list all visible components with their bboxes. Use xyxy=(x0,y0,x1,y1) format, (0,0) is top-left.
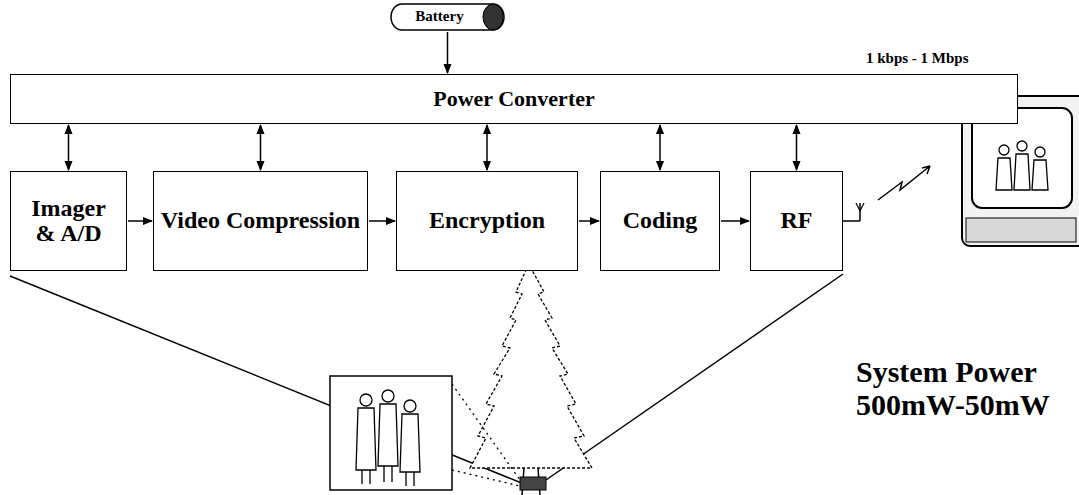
flow-arrow xyxy=(128,220,152,222)
node-text: Imager & A/D xyxy=(29,196,109,246)
antenna-feed xyxy=(843,220,860,222)
view-line xyxy=(546,274,843,480)
flow-arrow xyxy=(369,220,395,222)
process-box: Video Compression xyxy=(153,171,368,271)
power-label: System Power xyxy=(856,355,1037,389)
camera xyxy=(520,477,546,490)
power-arrow xyxy=(486,125,488,170)
flow-arrow xyxy=(579,220,599,222)
node-text: Encryption xyxy=(429,208,545,233)
antenna xyxy=(856,203,864,211)
node-text: Video Compression xyxy=(161,208,360,233)
process-box: Imager & A/D xyxy=(10,171,127,271)
power-arrow xyxy=(796,125,798,170)
battery: Battery xyxy=(390,3,505,31)
power-converter-box: Power Converter xyxy=(10,74,1018,124)
process-box: RF xyxy=(750,171,843,271)
node-text: RF xyxy=(781,208,813,233)
flow-arrow xyxy=(447,32,449,73)
scene xyxy=(330,376,520,490)
process-box: Encryption xyxy=(396,171,578,271)
node-text: Coding xyxy=(623,208,698,233)
power-arrow xyxy=(260,125,262,170)
flow-arrow xyxy=(721,220,749,222)
data-rate-label: 1 kbps - 1 Mbps xyxy=(866,50,969,67)
power-arrow xyxy=(68,125,70,170)
power-label: 500mW-50mW xyxy=(856,388,1050,422)
process-box: Coding xyxy=(600,171,720,271)
power-arrow xyxy=(659,125,661,170)
tree xyxy=(470,250,592,495)
node-text: Power Converter xyxy=(433,87,594,110)
node-text: Battery xyxy=(415,9,463,25)
radio-link xyxy=(878,166,930,200)
